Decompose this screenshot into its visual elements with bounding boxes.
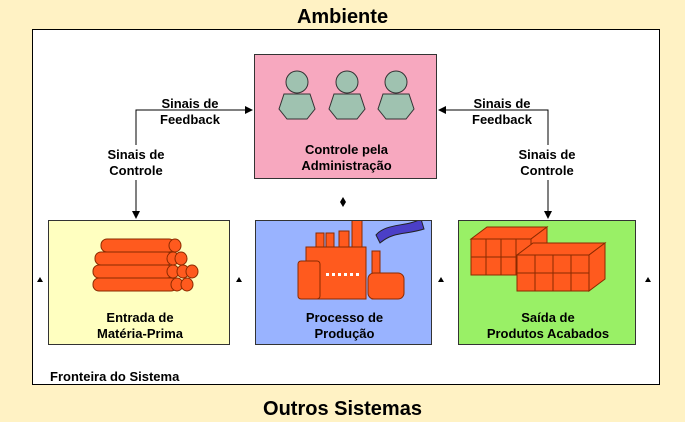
production-process-box: Processo de Produção [255, 220, 432, 345]
production-process-label: Processo de Produção [305, 310, 384, 341]
finished-products-output-label: Saída de Produtos Acabados [486, 310, 610, 341]
right-feedback-arrow [438, 106, 549, 145]
diagram-subtitle: Outros Sistemas [263, 398, 422, 420]
management-control-box: Controle pela Administração [254, 54, 437, 179]
left-feedback-arrow [135, 106, 253, 145]
finished-products-output-box: Saída de Produtos Acabados [458, 220, 636, 345]
people-icon [278, 70, 415, 120]
left-feedback-label: Sinais de Feedback [160, 96, 220, 127]
raw-material-input-label: Entrada de Matéria-Prima [97, 310, 183, 341]
marker-boundary-left [37, 277, 43, 282]
marker-diamond [340, 197, 346, 207]
marker-between-input-process [236, 277, 242, 282]
crates-icon [469, 226, 607, 292]
factory-icon [297, 221, 425, 300]
management-control-label: Controle pela Administração [301, 142, 392, 173]
right-feedback-label: Sinais de Feedback [472, 96, 532, 127]
system-boundary-label: Fronteira do Sistema [50, 369, 180, 384]
raw-material-input-box: Entrada de Matéria-Prima [48, 220, 230, 345]
marker-boundary-right [645, 277, 651, 282]
diagram-title: Ambiente [296, 6, 389, 28]
marker-between-process-output [438, 277, 444, 282]
logs-icon [92, 238, 199, 292]
left-control-label: Sinais de Controle [107, 147, 165, 178]
right-control-label: Sinais de Controle [518, 147, 576, 178]
